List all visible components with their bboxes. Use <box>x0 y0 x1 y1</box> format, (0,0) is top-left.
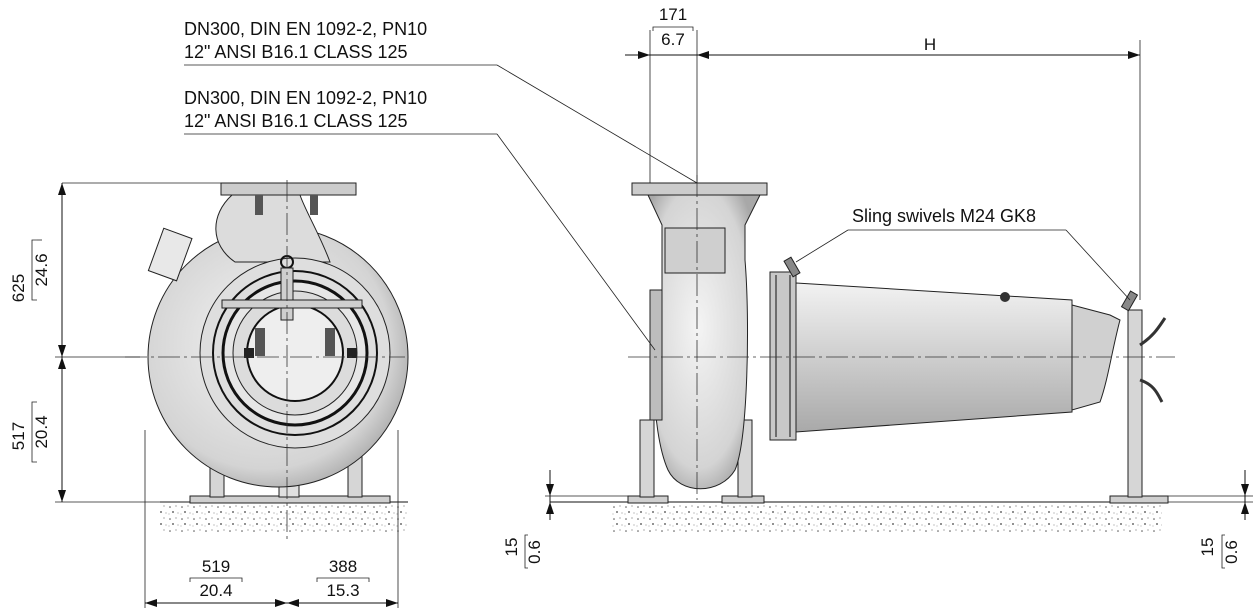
outlet-flange-front <box>220 182 357 196</box>
dim-h-label: H <box>924 35 936 54</box>
dim-15-left-mm: 15 <box>502 538 521 557</box>
dim-625-mm: 625 <box>9 274 28 302</box>
dim-388-mm: 388 <box>329 557 357 576</box>
sling-callout-text: Sling swivels M24 GK8 <box>852 206 1036 226</box>
motor-body <box>795 282 1073 433</box>
dim-15-right-mm: 15 <box>1198 538 1217 557</box>
dim-388-in: 15.3 <box>326 581 359 600</box>
side-view <box>545 30 1253 532</box>
inlet-callout-line2: 12" ANSI B16.1 CLASS 125 <box>184 111 408 131</box>
ground-front <box>160 502 408 532</box>
dim-519-mm: 519 <box>202 557 230 576</box>
inlet-callout: DN300, DIN EN 1092-2, PN10 12" ANSI B16.… <box>184 88 656 351</box>
outlet-callout-line2: 12" ANSI B16.1 CLASS 125 <box>184 42 408 62</box>
outlet-callout: DN300, DIN EN 1092-2, PN10 12" ANSI B16.… <box>184 19 698 184</box>
outlet-flange-side <box>631 182 768 196</box>
dim-519-in: 20.4 <box>199 581 232 600</box>
sling-callout: Sling swivels M24 GK8 <box>795 206 1131 301</box>
inlet-callout-line1: DN300, DIN EN 1092-2, PN10 <box>184 88 427 108</box>
ground-side <box>612 502 1162 532</box>
dim-15-left-in: 0.6 <box>525 540 544 564</box>
outlet-callout-line1: DN300, DIN EN 1092-2, PN10 <box>184 19 427 39</box>
front-view <box>55 180 409 608</box>
dim-517-mm: 517 <box>9 422 28 450</box>
dim-15-right-in: 0.6 <box>1222 540 1241 564</box>
dim-171-mm: 171 <box>659 5 687 24</box>
dim-517-in: 20.4 <box>32 415 51 448</box>
dim-171-in: 6.7 <box>661 30 685 49</box>
dim-625-in: 24.6 <box>32 253 51 286</box>
